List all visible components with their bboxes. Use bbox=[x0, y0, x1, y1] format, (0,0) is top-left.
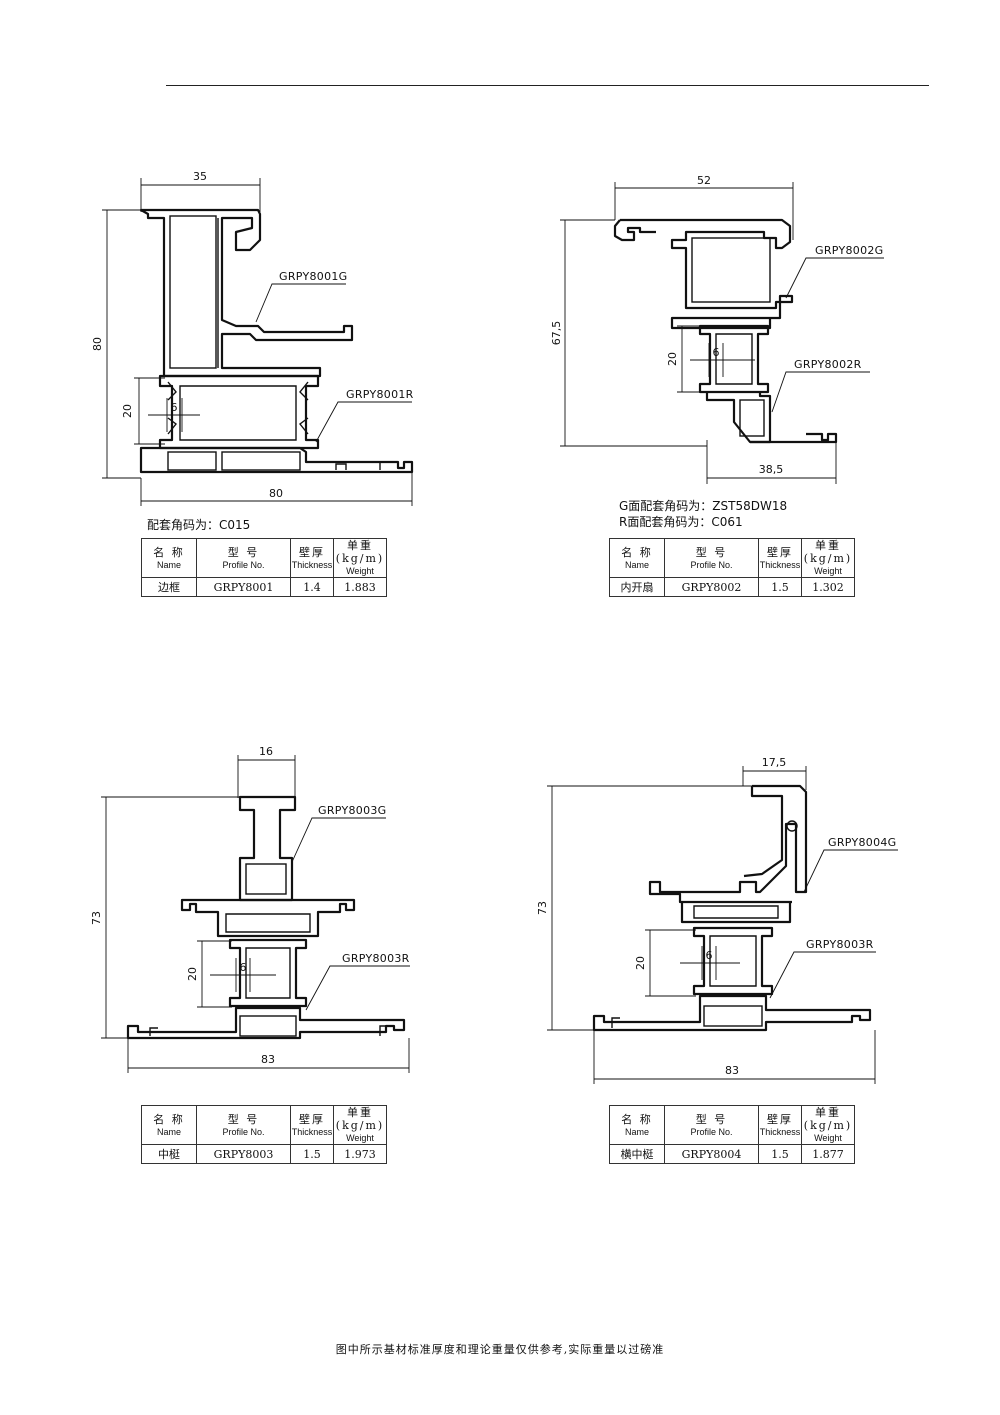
svg-text:6: 6 bbox=[706, 949, 713, 962]
svg-text:67,5: 67,5 bbox=[550, 321, 563, 346]
cell-name: 内开扇 bbox=[609, 577, 665, 597]
leader-g: GRPY8002G bbox=[785, 244, 884, 299]
dimension-height: 80 bbox=[91, 209, 141, 479]
cell-model: GRPY8004 bbox=[664, 1144, 759, 1164]
dimension-height: 73 bbox=[90, 796, 240, 1039]
dimension-top: 35 bbox=[140, 170, 261, 212]
leader-g: GRPY8003G bbox=[291, 804, 387, 863]
label-g: GRPY8001G bbox=[279, 270, 348, 283]
svg-text:16: 16 bbox=[259, 745, 273, 758]
svg-text:52: 52 bbox=[697, 174, 711, 187]
cell-name: 中梃 bbox=[141, 1144, 197, 1164]
svg-text:83: 83 bbox=[261, 1053, 275, 1066]
cell-thickness: 1.5 bbox=[758, 577, 802, 597]
dimension-gap: 6 bbox=[148, 398, 200, 432]
profile-section-grpy8004 bbox=[592, 784, 872, 1032]
corner-note-1: 配套角码为：C015 bbox=[147, 518, 251, 532]
svg-text:GRPY8002G: GRPY8002G bbox=[815, 244, 884, 257]
svg-text:73: 73 bbox=[536, 901, 549, 915]
cell-thickness: 1.4 bbox=[290, 577, 334, 597]
dimension-bottom: 83 bbox=[127, 1038, 410, 1073]
leader-r: GRPY8003R bbox=[769, 938, 876, 999]
dimension-strip: 20 bbox=[634, 929, 696, 997]
svg-text:20: 20 bbox=[186, 967, 199, 981]
dimension-top: 16 bbox=[237, 745, 296, 798]
dim-top-label: 35 bbox=[193, 170, 207, 183]
dimension-top: 17,5 bbox=[742, 756, 807, 790]
cell-weight: 1.973 bbox=[333, 1144, 387, 1164]
cell-model: GRPY8003 bbox=[196, 1144, 291, 1164]
svg-text:38,5: 38,5 bbox=[759, 463, 784, 476]
dimension-height: 73 bbox=[536, 785, 752, 1031]
leader-g: GRPY8004G bbox=[803, 836, 898, 893]
dimension-bottom: 38,5 bbox=[706, 440, 837, 484]
svg-text:GRPY8003R: GRPY8003R bbox=[806, 938, 874, 951]
cell-weight: 1.302 bbox=[801, 577, 855, 597]
svg-text:6: 6 bbox=[240, 961, 247, 974]
dimension-height: 67,5 bbox=[550, 219, 707, 447]
footer-note: 图中所示基材标准厚度和理论重量仅供参考,实际重量以过磅准 bbox=[335, 1343, 665, 1356]
cell-weight: 1.883 bbox=[333, 577, 387, 597]
dim-height-label: 80 bbox=[91, 337, 104, 351]
dimension-bottom: 83 bbox=[593, 1030, 876, 1084]
svg-text:GRPY8004G: GRPY8004G bbox=[828, 836, 897, 849]
dimension-top: 52 bbox=[614, 174, 794, 240]
leader-r: GRPY8001R bbox=[315, 388, 414, 443]
svg-text:20: 20 bbox=[666, 352, 679, 366]
cell-model: GRPY8002 bbox=[664, 577, 759, 597]
leader-r: GRPY8002R bbox=[771, 358, 870, 413]
profile-section-grpy8003 bbox=[126, 795, 406, 1040]
dimension-strip: 20 bbox=[666, 325, 706, 393]
leader-r: GRPY8003R bbox=[305, 952, 410, 1011]
svg-text:73: 73 bbox=[90, 911, 103, 925]
cell-name: 边框 bbox=[141, 577, 197, 597]
header-rule bbox=[166, 85, 929, 86]
cell-model: GRPY8001 bbox=[196, 577, 291, 597]
dimension-gap: 6 bbox=[210, 958, 276, 992]
dimension-strip: 20 bbox=[186, 940, 232, 1008]
dim-strip-label: 20 bbox=[121, 404, 134, 418]
svg-text:GRPY8002R: GRPY8002R bbox=[794, 358, 862, 371]
svg-text:20: 20 bbox=[634, 956, 647, 970]
profile-section-grpy8001 bbox=[139, 208, 414, 474]
profile-section-grpy8002 bbox=[613, 218, 838, 444]
dim-bottom-label: 80 bbox=[269, 487, 283, 500]
leader-g: GRPY8001G bbox=[255, 270, 348, 323]
svg-text:83: 83 bbox=[725, 1064, 739, 1077]
cell-thickness: 1.5 bbox=[758, 1144, 802, 1164]
dim-gap-label: 6 bbox=[171, 401, 178, 414]
dimension-bottom: 80 bbox=[140, 470, 413, 506]
cell-weight: 1.877 bbox=[801, 1144, 855, 1164]
svg-text:GRPY8003G: GRPY8003G bbox=[318, 804, 387, 817]
svg-text:GRPY8003R: GRPY8003R bbox=[342, 952, 410, 965]
svg-text:17,5: 17,5 bbox=[762, 756, 787, 769]
cell-thickness: 1.5 bbox=[290, 1144, 334, 1164]
label-r: GRPY8001R bbox=[346, 388, 414, 401]
cell-name: 横中梃 bbox=[609, 1144, 665, 1164]
corner-note-2: G面配套角码为：ZST58DW18 R面配套角码为：C061 bbox=[619, 499, 788, 529]
